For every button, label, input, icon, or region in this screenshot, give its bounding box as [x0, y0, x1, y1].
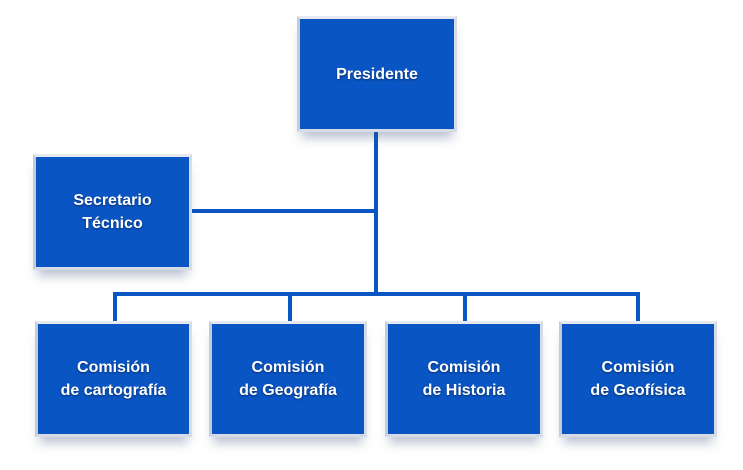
- node-commission-cartography-label: Comisión de cartografía: [60, 359, 167, 399]
- node-commission-geophysics: Comisión de Geofísica: [559, 321, 717, 437]
- node-secretary: Secretario Técnico: [33, 154, 192, 270]
- node-commission-geography-label: Comisión de Geografía: [239, 359, 337, 399]
- node-president-label: Presidente: [336, 65, 418, 83]
- node-commission-cartography: Comisión de cartografía: [35, 321, 192, 437]
- node-president: Presidente: [297, 16, 457, 132]
- node-commission-history-label: Comisión de Historia: [422, 359, 506, 399]
- node-commission-geography: Comisión de Geografía: [209, 321, 367, 437]
- node-commission-geophysics-label: Comisión de Geofísica: [590, 359, 686, 399]
- node-secretary-label: Secretario Técnico: [73, 192, 152, 232]
- node-commission-history: Comisión de Historia: [385, 321, 543, 437]
